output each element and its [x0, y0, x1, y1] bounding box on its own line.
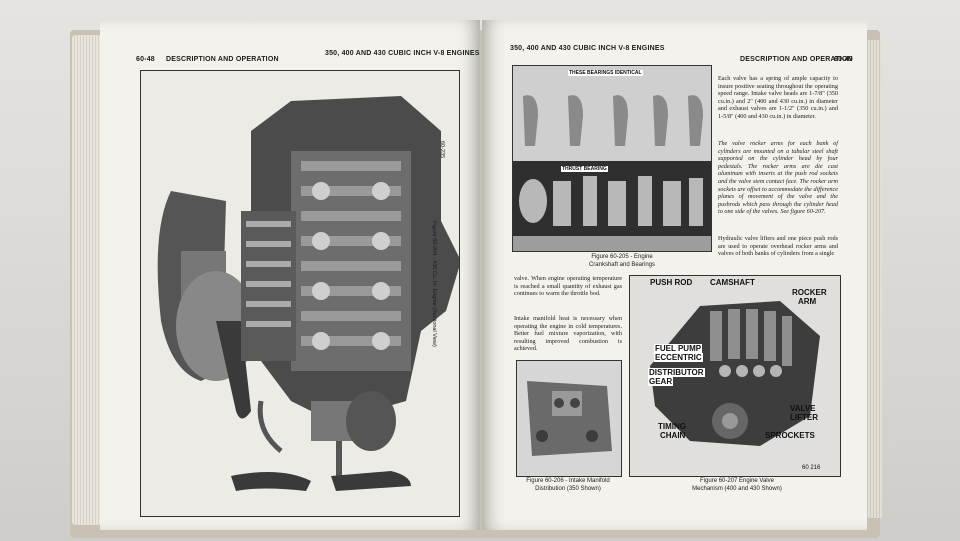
engine-sectional-illustration: [141, 71, 461, 516]
crankshaft-photo: [513, 66, 711, 251]
right-page-number: 60-49: [834, 56, 853, 63]
paragraph-exhaust-heat: valve. When engine operating temperature…: [514, 275, 622, 298]
left-page-number: 60-48: [136, 56, 155, 63]
fuel-pump-label-1: FUEL PUMP: [654, 344, 703, 353]
left-running-head: 350, 400 AND 430 CUBIC INCH V-8 ENGINES: [325, 50, 480, 57]
figure-207-caption: Figure 60-207 Engine Valve Mechanism (40…: [692, 478, 782, 492]
right-page: 350, 400 AND 430 CUBIC INCH V-8 ENGINES …: [482, 20, 867, 530]
valve-mechanism-photo: [630, 276, 840, 476]
distributor-gear-label-2: GEAR: [648, 377, 674, 386]
rocker-arm-label-2: ARM: [798, 297, 817, 306]
figure-207-code: 60 216: [802, 465, 821, 471]
right-section-title: DESCRIPTION AND OPERATION: [740, 56, 853, 63]
paragraph-valve-springs: Each valve has a spring of ample capacit…: [718, 75, 838, 120]
bearings-identical-callout: THESE BEARINGS IDENTICAL: [568, 70, 643, 76]
engine-section-figure: 60-235 Figure 60-204 - 430 Cu. In. Engin…: [140, 70, 461, 517]
rocker-arm-label-1: ROCKER: [792, 288, 827, 297]
left-section-title: DESCRIPTION AND OPERATION: [166, 56, 279, 63]
valve-mechanism-figure: PUSH ROD CAMSHAFT ROCKER ARM FUEL PUMP E…: [629, 275, 841, 477]
thrust-bearing-callout: THRUST BEARING: [561, 166, 608, 172]
distributor-gear-label-1: DISTRIBUTOR: [648, 368, 705, 377]
timing-chain-label-2: CHAIN: [660, 431, 686, 440]
valve-lifter-label-2: LIFTER: [790, 413, 818, 422]
fuel-pump-label-2: ECCENTRIC: [654, 353, 703, 362]
figure-206-caption: Figure 60-206 - Intake Manifold Distribu…: [526, 478, 610, 492]
left-page: 60-48 DESCRIPTION AND OPERATION 350, 400…: [100, 20, 480, 530]
push-rod-label: PUSH ROD: [650, 278, 693, 287]
figure-code: 60-235: [439, 141, 445, 159]
paragraph-rocker-arms: The valve rocker arms for each bank of c…: [718, 140, 838, 216]
figure-205-caption: Figure 60-205 - Engine Crankshaft and Be…: [588, 254, 656, 268]
paragraph-valve-lifters: Hydraulic valve lifters and one piece pu…: [718, 235, 838, 258]
paragraph-manifold-heat: Intake manifold heat is necessary when o…: [514, 315, 622, 353]
sprockets-label: SPROCKETS: [765, 431, 815, 440]
figure-204-caption: Figure 60-204 - 430 Cu. In. Engine (Sect…: [431, 221, 437, 347]
right-running-head: 350, 400 AND 430 CUBIC INCH V-8 ENGINES: [510, 45, 665, 52]
right-page-edges: [862, 40, 882, 518]
intake-manifold-photo: [517, 361, 621, 476]
timing-chain-label-1: TIMING: [658, 422, 686, 431]
valve-lifter-label-1: VALVE: [790, 404, 816, 413]
camshaft-label: CAMSHAFT: [710, 278, 755, 287]
crankshaft-figure: THESE BEARINGS IDENTICAL THRUST BEARING: [512, 65, 712, 252]
intake-manifold-figure: [516, 360, 622, 477]
